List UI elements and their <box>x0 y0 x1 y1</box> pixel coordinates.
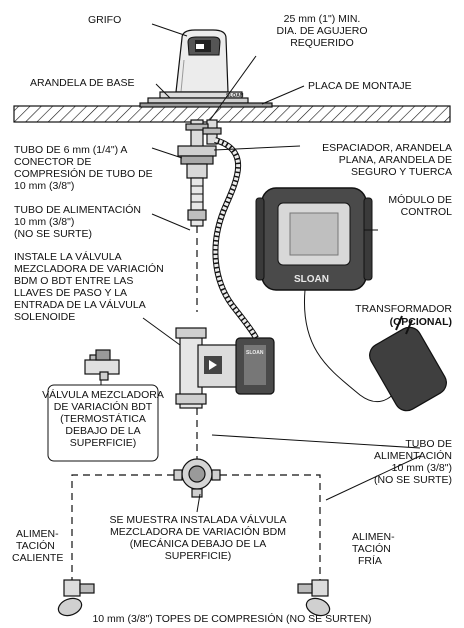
hot-label-line-1: ALIMEN- <box>16 528 59 540</box>
bdt-valve-inset <box>84 349 120 381</box>
bdm-mixing-valve <box>173 458 221 498</box>
faucet-logo: SLOAN <box>226 93 244 99</box>
module-logo: SLOAN <box>294 274 329 285</box>
supply2-label-line-1: TUBO DE <box>405 438 452 450</box>
install-label-line-5: ENTRADA DE LA VÁLVULA <box>14 298 146 311</box>
base-washer-label: ARANDELA DE BASE <box>30 77 134 89</box>
bdm-label-line-4: SUPERFICIE) <box>165 550 232 562</box>
module-label-line-1: MÓDULO DE <box>388 193 452 206</box>
hole-label-line-1: 25 mm (1") MIN. <box>284 13 361 25</box>
faucet-label: GRIFO <box>88 14 121 26</box>
hot-compression-stop <box>57 579 95 617</box>
hot-supply-line <box>71 474 174 580</box>
tube6-label-line-1: TUBO DE 6 mm (1/4") A <box>14 144 127 156</box>
supply2-label-line-2: ALIMENTACIÓN <box>374 449 452 462</box>
bdt-label-line-3: (TERMOSTÁTICA <box>60 412 146 425</box>
tube6-label-line-3: COMPRESIÓN DE TUBO DE <box>14 167 153 180</box>
spacer-nut-stack <box>177 145 217 179</box>
bdm-label-line-1: SE MUESTRA INSTALADA VÁLVULA <box>109 513 286 526</box>
leader-lines <box>100 23 421 513</box>
install-label-line-3: BDM O BDT ENTRE LAS <box>14 275 133 287</box>
faucet-shank <box>185 119 222 149</box>
mounting-plate <box>139 102 273 108</box>
control-module: SLOAN <box>255 187 373 291</box>
module-label-line-2: CONTROL <box>401 206 452 218</box>
transformer <box>369 315 447 412</box>
spacer-label-line-2: PLANA, ARANDELA DE <box>339 154 452 166</box>
cold-compression-stop <box>297 579 331 617</box>
optional-label: (OPCIONAL) <box>390 316 452 328</box>
supply-label-line-3: (NO SE SURTE) <box>14 228 92 240</box>
tube6-label-line-4: 10 mm (3/8") <box>14 180 74 192</box>
base-washer <box>147 97 249 104</box>
bdm-label-line-3: (MECÁNICA DEBAJO DE LA <box>130 537 267 550</box>
tube6-label-line-2: CONECTOR DE <box>14 156 91 168</box>
bdt-label-line-4: DEBAJO DE LA <box>65 425 140 437</box>
spacer-label-line-3: SEGURO Y TUERCA <box>351 166 452 178</box>
hole-label-line-2: DIA. DE AGUJERO <box>276 25 367 37</box>
spacer-label-line-1: ESPACIADOR, ARANDELA <box>322 142 452 154</box>
install-label-line-6: SOLENOIDE <box>14 311 75 323</box>
cold-label-line-2: TACIÓN <box>352 542 391 555</box>
mounting-plate-label: PLACA DE MONTAJE <box>308 80 412 92</box>
transformer-label: TRANSFORMADOR <box>355 303 452 315</box>
solenoid-cable <box>212 137 259 340</box>
install-label-line-4: LLAVES DE PASO Y LA <box>14 287 127 299</box>
solenoid-valve: SLOAN <box>175 327 275 409</box>
stops-label: 10 mm (3/8") TOPES DE COMPRESIÓN (NO SE … <box>92 612 371 625</box>
valve-logo: SLOAN <box>246 350 264 356</box>
faucet: SLOAN <box>159 29 244 99</box>
install-label-line-2: MEZCLADORA DE VARIACIÓN <box>14 262 164 275</box>
cold-supply-line <box>220 474 321 580</box>
countertop <box>13 105 451 123</box>
bdm-label-line-2: MEZCLADORA DE VARIACIÓN BDM <box>110 525 286 538</box>
hole-label-line-3: REQUERIDO <box>290 37 354 49</box>
cold-label-line-1: ALIMEN- <box>352 531 395 543</box>
supply2-label-line-4: (NO SE SURTE) <box>374 474 452 486</box>
hot-label-line-2: TACIÓN <box>16 539 55 552</box>
supply-label-line-2: 10 mm (3/8") <box>14 216 74 228</box>
cold-label-line-3: FRÍA <box>358 554 382 567</box>
supply-tube-upper <box>187 177 207 227</box>
install-label-line-1: INSTALE LA VÁLVULA <box>14 250 122 263</box>
supply2-label-line-3: 10 mm (3/8") <box>392 462 452 474</box>
bdt-label-line-2: DE VARIACIÓN BDT <box>54 400 153 413</box>
bdt-callout-box <box>47 384 159 462</box>
hot-label-line-3: CALIENTE <box>12 552 63 564</box>
bdt-label-line-5: SUPERFICIE) <box>70 437 137 449</box>
supply-label-line-1: TUBO DE ALIMENTACIÓN <box>14 203 141 216</box>
bdt-label-line-1: VÁLVULA MEZCLADORA <box>42 388 164 401</box>
